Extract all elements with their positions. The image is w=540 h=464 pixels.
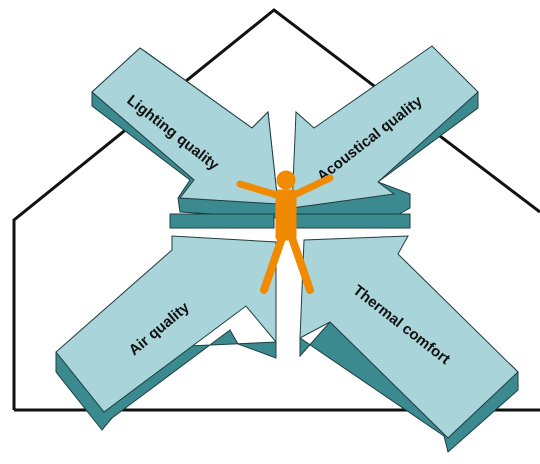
- lighting-arrow-face: [91, 47, 279, 205]
- acoustic-arrow-face: [291, 45, 479, 209]
- lighting-arrow: Lighting quality: [91, 47, 279, 219]
- person-left-arm: [236, 180, 284, 200]
- person-figure: [236, 170, 334, 294]
- person-right-arm: [288, 174, 334, 200]
- acoustic-arrow: Acoustical quality: [291, 45, 479, 225]
- person-head: [276, 170, 296, 190]
- air-arrow-face: [55, 235, 277, 413]
- person-torso: [275, 189, 297, 241]
- center-band-left-side: [169, 213, 275, 229]
- center-band-right-side: [295, 213, 411, 229]
- center-band: [169, 213, 411, 229]
- thermal-arrow-face: [299, 235, 519, 439]
- air-arrow: Air quality: [55, 235, 277, 431]
- thermal-arrow: Thermal comfort: [299, 235, 519, 453]
- person-right-leg: [288, 234, 314, 294]
- person-left-leg: [260, 234, 286, 294]
